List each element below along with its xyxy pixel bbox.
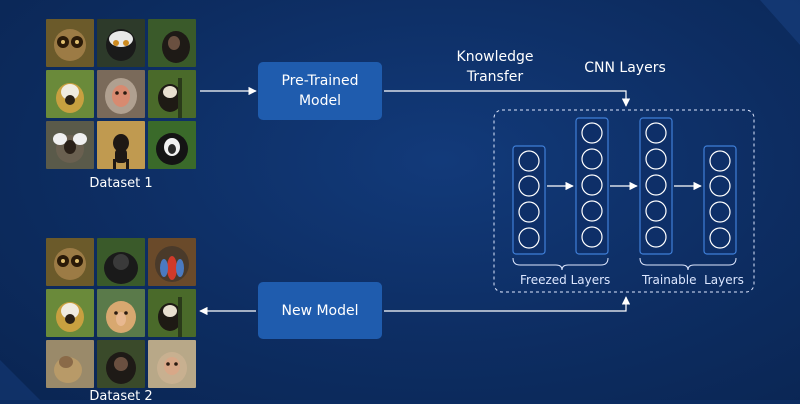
trainable-layers-label: Trainable Layers bbox=[642, 273, 744, 287]
corner-decoration-bottom bbox=[0, 360, 40, 400]
dataset1-grid bbox=[46, 19, 196, 169]
tile-macaque bbox=[148, 340, 196, 388]
corner-decoration bbox=[760, 0, 800, 45]
tile-mandrill bbox=[148, 238, 196, 286]
line-cnn-to-newmodel bbox=[384, 296, 631, 312]
layer-column-1 bbox=[512, 145, 546, 255]
arrow-pretrained-to-cnn bbox=[384, 90, 631, 107]
new-model-box: New Model bbox=[258, 282, 382, 339]
new-model-label: New Model bbox=[281, 302, 359, 319]
tile-gibbon bbox=[148, 289, 196, 337]
tile-colobus bbox=[148, 121, 196, 169]
layer-column-3 bbox=[639, 117, 673, 255]
tile-macaque bbox=[97, 70, 145, 118]
tile-chimp bbox=[148, 19, 196, 67]
knowledge-line1: Knowledge bbox=[456, 49, 534, 65]
tile-spider-monkey bbox=[97, 121, 145, 169]
tile-chimp bbox=[97, 340, 145, 388]
tile-tarsier bbox=[46, 238, 94, 286]
trainable-layers-brace bbox=[639, 257, 737, 271]
dataset1-caption: Dataset 1 bbox=[89, 176, 153, 191]
dataset2-grid bbox=[46, 238, 196, 388]
knowledge-line2: Transfer bbox=[466, 69, 524, 85]
freezed-layers-label: Freezed Layers bbox=[520, 273, 611, 287]
layer-column-4 bbox=[703, 145, 737, 255]
tile-gibbon bbox=[148, 70, 196, 118]
pretrained-model-box: Pre-Trained Model bbox=[258, 62, 382, 120]
tile-squirrel-monkey bbox=[46, 70, 94, 118]
cnn-dashed-frame bbox=[493, 109, 755, 293]
tile-baboon bbox=[46, 340, 94, 388]
pretrained-line2: Model bbox=[298, 93, 342, 109]
layer-column-2 bbox=[575, 117, 609, 255]
pretrained-line1: Pre-Trained bbox=[281, 73, 359, 89]
tile-lemur bbox=[97, 19, 145, 67]
freezed-layers-brace bbox=[512, 257, 609, 271]
tile-squirrel-monkey bbox=[46, 289, 94, 337]
knowledge-transfer-label: Knowledge Transfer bbox=[440, 47, 550, 87]
cnn-layers-title: CNN Layers bbox=[584, 60, 666, 76]
tile-tarsier bbox=[46, 19, 94, 67]
tile-proboscis bbox=[97, 289, 145, 337]
tile-marmoset bbox=[46, 121, 94, 169]
tile-gorilla bbox=[97, 238, 145, 286]
